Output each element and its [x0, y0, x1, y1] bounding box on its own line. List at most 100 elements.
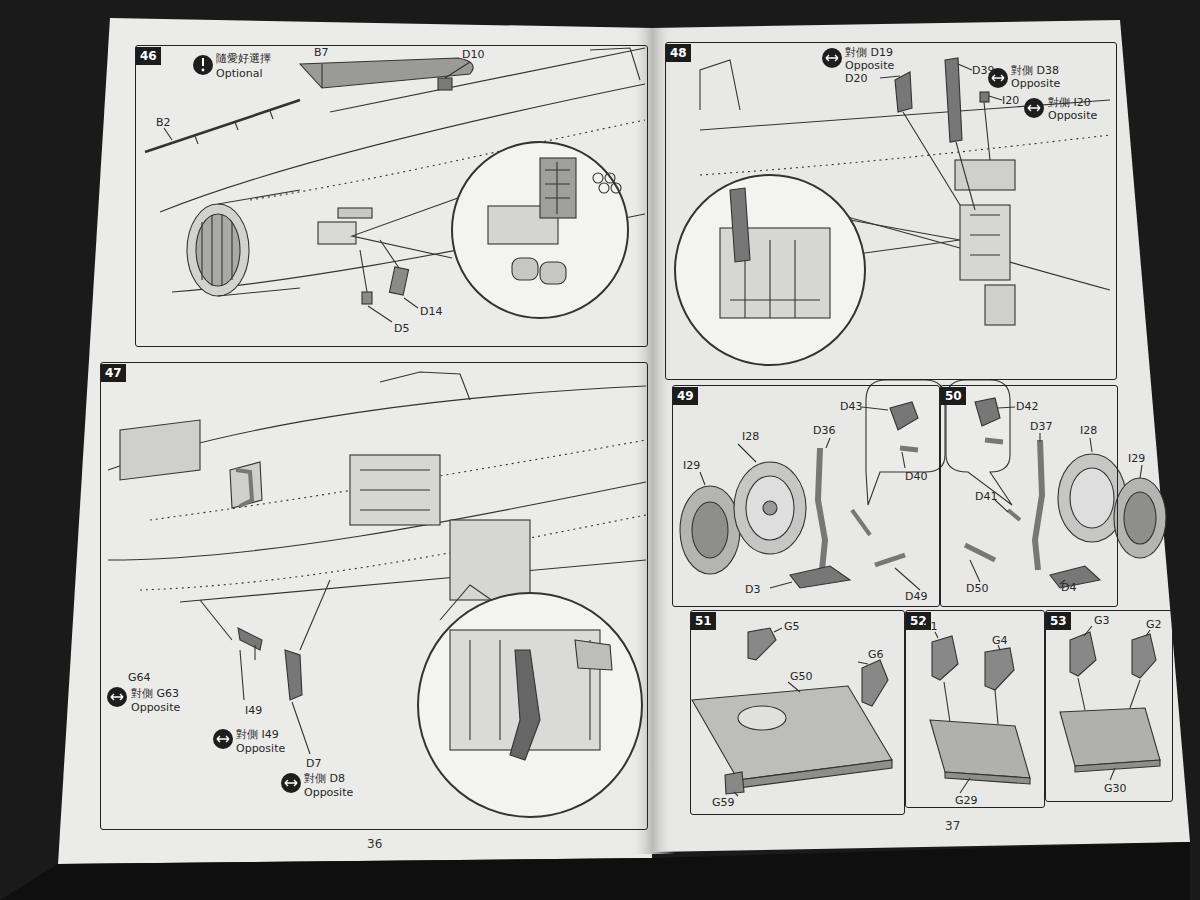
panel-46-art-shape	[362, 292, 372, 304]
step-panel: 48	[665, 42, 1117, 380]
step-number: 46	[136, 47, 161, 65]
part-label: G50	[790, 670, 813, 683]
door-parts-art-shape	[930, 720, 1030, 778]
part-label: I29	[683, 459, 700, 472]
part-label: Opposite	[1011, 77, 1060, 90]
page-number: 37	[945, 820, 960, 833]
panel-46-art-shape	[318, 222, 356, 244]
panel-48-art-shape	[850, 220, 960, 255]
landing-gear-art-shape	[852, 510, 870, 535]
panel-46-art-shape	[540, 262, 566, 284]
opposite-symbol-shape	[822, 48, 842, 68]
step-number: 53	[1046, 612, 1071, 630]
part-label: I28	[742, 430, 759, 443]
panel-46-art-shape	[605, 173, 615, 183]
opposite-symbol	[107, 48, 1044, 793]
part-label: D37	[1030, 420, 1052, 433]
panel-47-art-shape	[254, 645, 255, 660]
panel-48-art-shape	[700, 60, 740, 110]
opposite-symbol-shape-shape	[1024, 98, 1044, 118]
booklet-pages-shape	[0, 842, 1190, 900]
step-number: 47	[101, 364, 126, 382]
door-parts-art-shape	[1060, 708, 1160, 766]
panel-48-art-shape	[895, 72, 912, 112]
part-label: D3	[745, 583, 760, 596]
landing-gear-art-shape	[1124, 492, 1156, 544]
door-parts-art-shape	[862, 660, 888, 706]
part-label: I49	[245, 704, 262, 717]
opposite-symbol-shape-shape	[111, 694, 123, 700]
part-label: Optional	[216, 67, 263, 80]
part-label: D41	[975, 490, 997, 503]
part-label: D20	[845, 72, 867, 85]
part-label: I28	[1080, 424, 1097, 437]
opposite-symbol-shape-shape	[107, 687, 127, 707]
opposite-symbol-shape-shape	[826, 55, 838, 61]
panel-46-art-shape	[438, 78, 452, 90]
part-label: 對側 D19	[845, 46, 893, 59]
optional-symbol-shape	[202, 58, 204, 66]
optional-symbol-shape	[202, 69, 205, 72]
panel-47-art-shape	[238, 628, 262, 650]
panel-47-art-shape	[360, 470, 430, 510]
landing-gear-art-shape	[890, 402, 918, 430]
opposite-symbol-shape	[281, 773, 301, 793]
part-label: G5	[784, 620, 800, 633]
panel-46-art-shape	[202, 215, 232, 286]
part-label: G3	[1094, 614, 1110, 627]
panel-48-art-shape	[945, 58, 962, 142]
part-label: D5	[394, 322, 409, 335]
panel-48-art	[675, 58, 1110, 365]
panel-46-art-shape	[195, 111, 273, 144]
landing-gear-art-shape	[692, 502, 728, 558]
part-label: D14	[420, 305, 442, 318]
step-number: 48	[666, 44, 691, 62]
step-panel: 49	[672, 385, 940, 607]
panel-47-art-shape	[450, 520, 530, 600]
panel-48-art-shape	[880, 64, 1002, 210]
door-parts-art-shape	[1075, 760, 1160, 772]
part-label: B7	[314, 46, 329, 59]
landing-gear-art-shape	[700, 407, 1142, 590]
panel-47-art-shape	[418, 593, 642, 817]
step-number: 50	[941, 387, 966, 405]
step-panel: 46	[135, 45, 648, 347]
part-label: D39	[972, 64, 994, 77]
part-label: G59	[712, 796, 735, 809]
door-parts-art-shape	[985, 648, 1014, 690]
landing-gear-art-shape	[875, 555, 905, 565]
opposite-symbol-shape	[1024, 98, 1044, 118]
booklet-pages	[0, 18, 1190, 900]
part-label: Opposite	[845, 59, 894, 72]
landing-gear-art-shape	[763, 501, 777, 515]
page-number: 36	[367, 838, 382, 851]
part-label: D7	[306, 757, 321, 770]
panel-46-art-shape	[389, 267, 408, 295]
step-panel: 52	[905, 610, 1045, 808]
panel-48-art-shape	[955, 160, 1015, 190]
step-number: 49	[673, 387, 698, 405]
panel-46-art-shape	[164, 62, 470, 140]
panel-47-art-shape	[120, 420, 200, 480]
panel-46-art-shape	[590, 48, 640, 80]
landing-gear-art-shape	[1035, 440, 1042, 570]
panel-46-art-shape	[545, 162, 570, 214]
optional-symbol-shape	[193, 55, 213, 75]
part-label: Opposite	[304, 786, 353, 799]
opposite-symbol-shape-shape	[285, 780, 297, 786]
panel-47-art-shape	[285, 650, 302, 700]
part-label: G64	[128, 671, 151, 684]
part-label: 對側 I49	[236, 728, 279, 741]
opposite-symbol-shape-shape	[1028, 105, 1040, 111]
booklet-pages-shape	[58, 18, 652, 864]
part-label: G29	[955, 794, 978, 807]
landing-gear-art-shape	[746, 476, 794, 540]
step-panel: 51	[690, 610, 905, 815]
panel-48-art-shape	[700, 135, 1110, 175]
part-label: D10	[462, 48, 484, 61]
panel-47-art-shape	[230, 462, 262, 508]
panel-47-art	[108, 372, 646, 817]
panel-46-art-shape	[360, 240, 418, 322]
part-label: D42	[1016, 400, 1038, 413]
